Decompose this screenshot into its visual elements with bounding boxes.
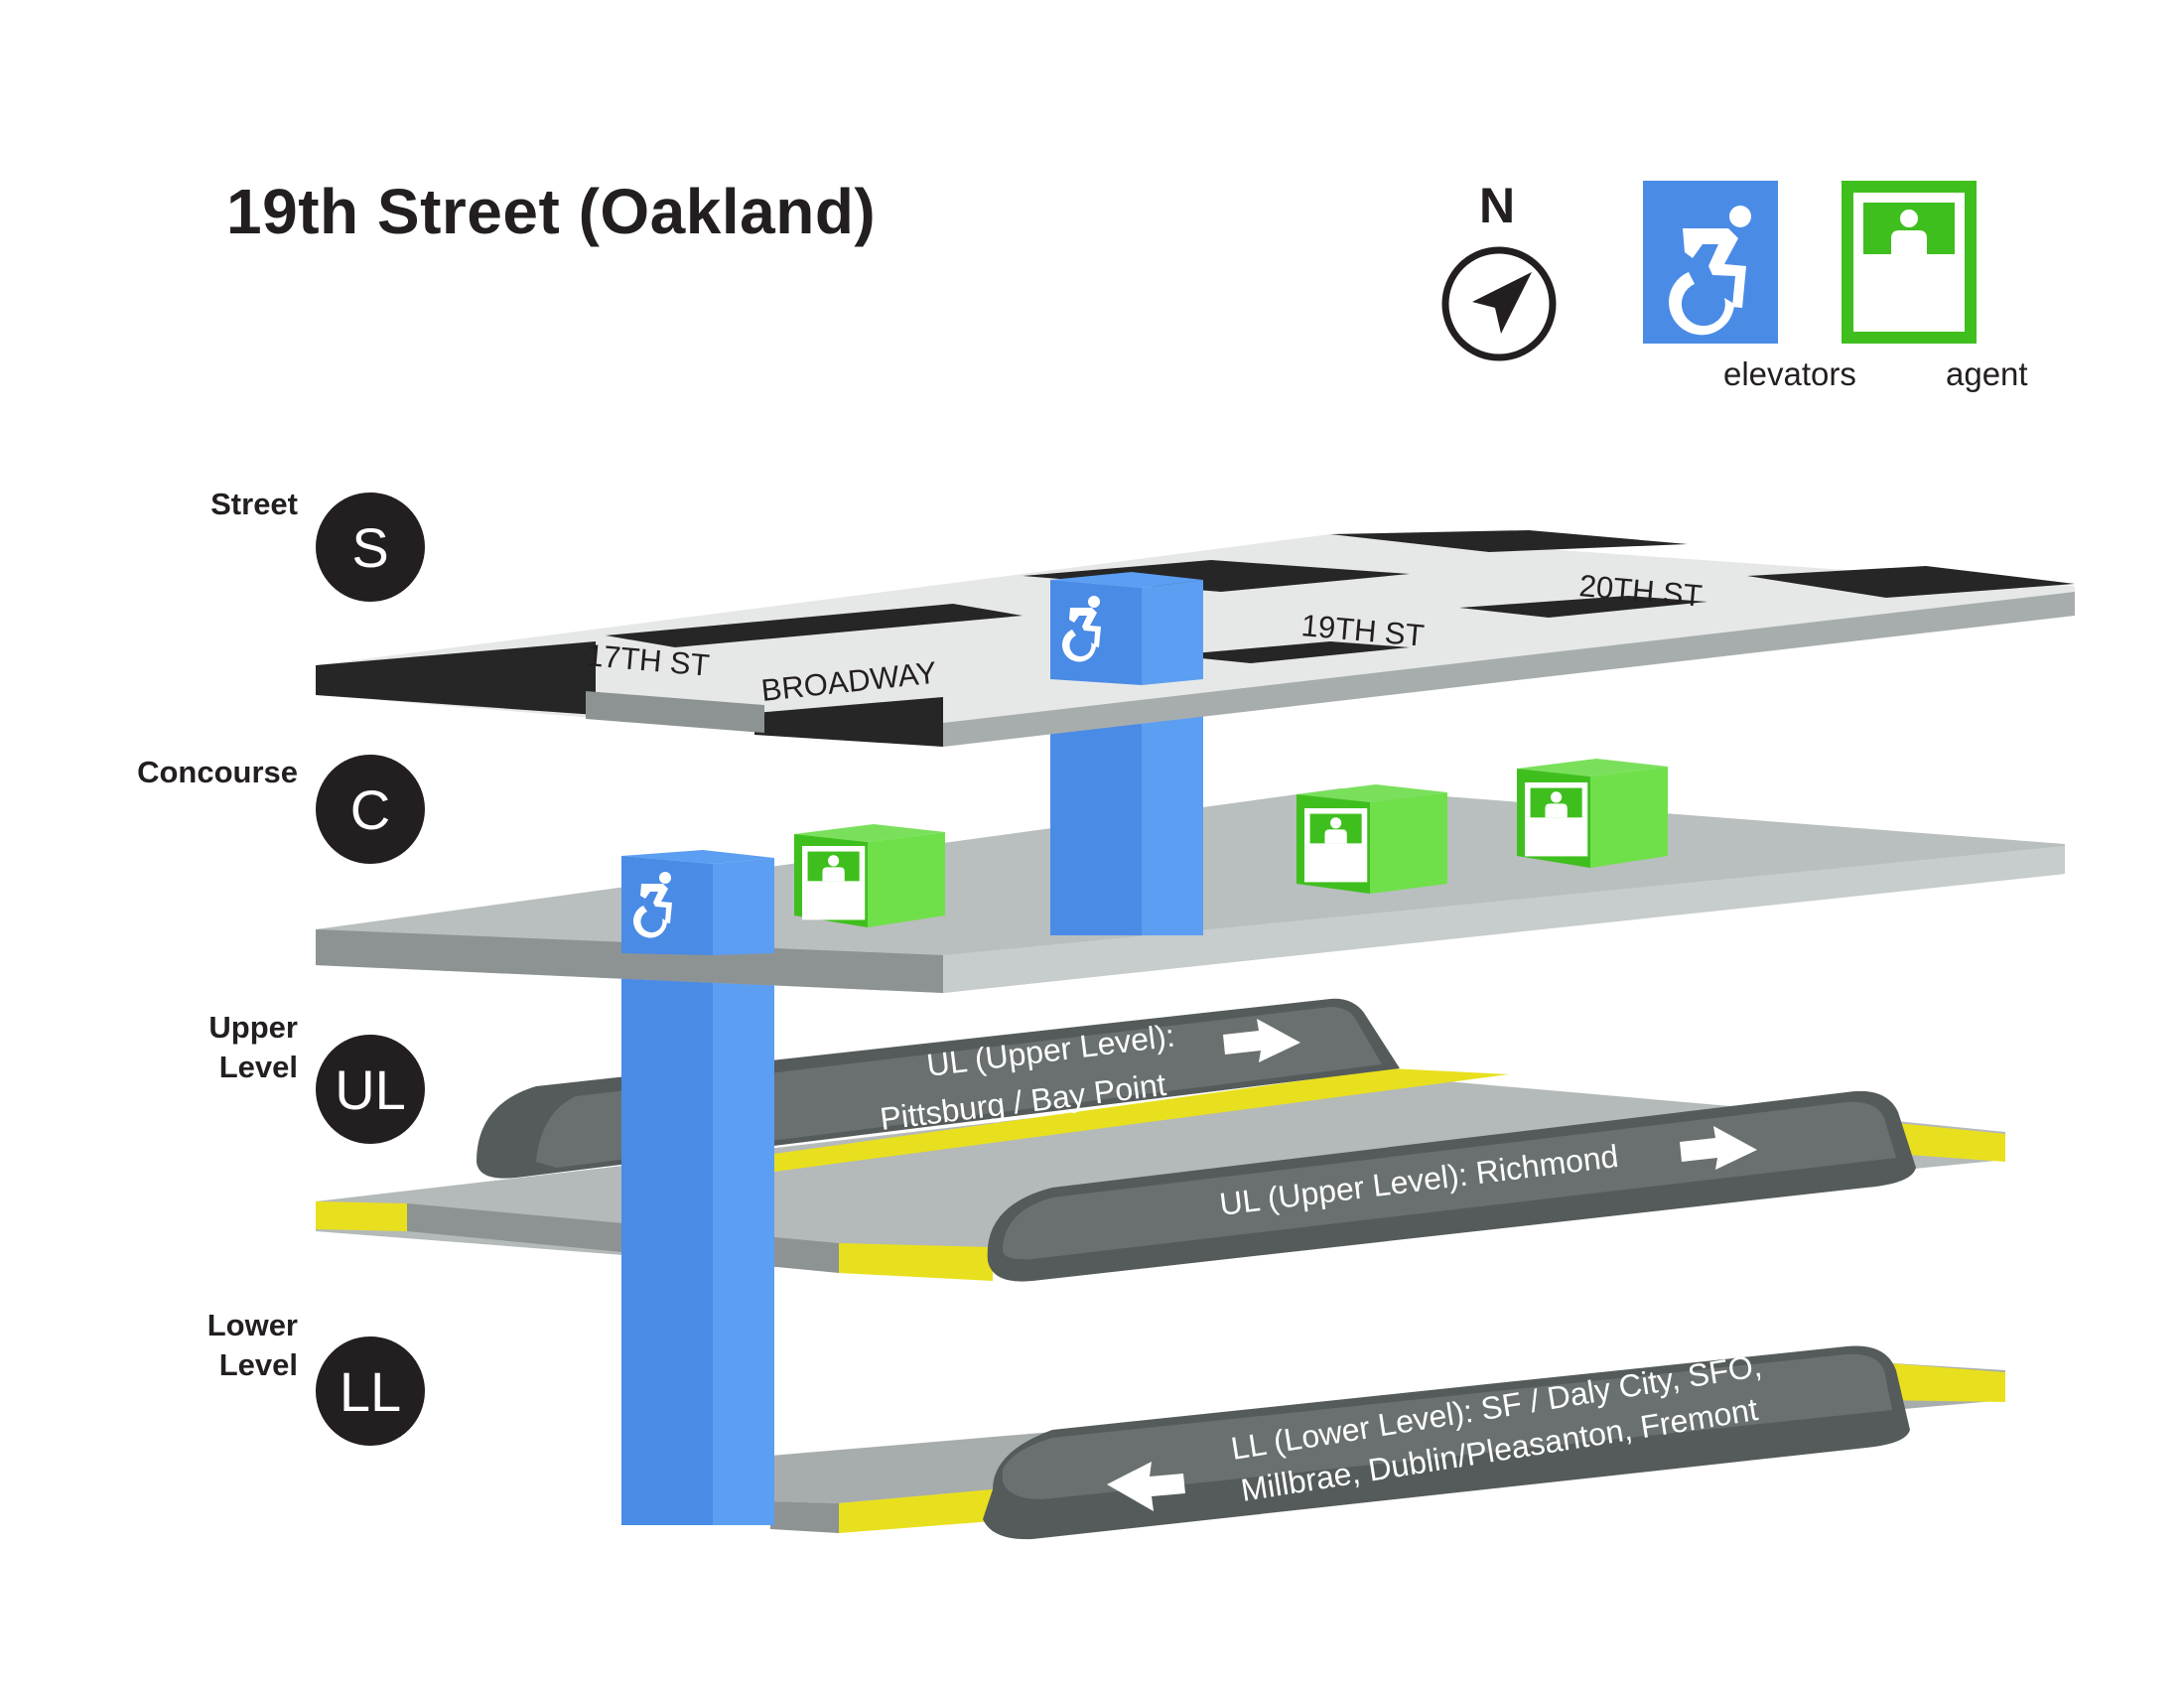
level-badge-lower: LL bbox=[316, 1336, 425, 1446]
ll-arrow-icon bbox=[1107, 1462, 1185, 1511]
compass-icon bbox=[1441, 246, 1557, 361]
station-title: 19th Street (Oakland) bbox=[226, 176, 877, 247]
level-badge-upper: UL bbox=[316, 1035, 425, 1144]
level-label-upper: Upper Level bbox=[208, 1010, 298, 1084]
ul-richmond-arrow-icon bbox=[1680, 1126, 1757, 1170]
elevator-shaft-west bbox=[621, 953, 774, 1525]
level-badge-concourse: C bbox=[316, 755, 425, 864]
agent-icon-2 bbox=[1304, 808, 1368, 883]
street-level-map bbox=[316, 530, 2075, 747]
ul-pittsburg-arrow-icon bbox=[1223, 1019, 1300, 1062]
level-label-street: Street bbox=[210, 487, 298, 521]
upper-level-train-richmond bbox=[987, 1090, 1916, 1282]
level-label-lower: Lower Level bbox=[206, 1308, 298, 1382]
north-label: N bbox=[1479, 178, 1516, 233]
elevator-legend-icon bbox=[1643, 181, 1778, 344]
agent-icon-1 bbox=[802, 846, 866, 920]
agent-legend-icon bbox=[1842, 181, 1977, 344]
agent-label: agent bbox=[1946, 355, 2028, 392]
agent-booth-1 bbox=[794, 824, 945, 927]
elevators-label: elevators bbox=[1723, 355, 1856, 392]
lower-level-train bbox=[983, 1345, 1910, 1540]
agent-icon-3 bbox=[1525, 782, 1588, 857]
level-label-concourse: Concourse bbox=[137, 755, 298, 789]
elevator-street-cap bbox=[1050, 572, 1203, 685]
agent-booth-2 bbox=[1297, 784, 1447, 894]
agent-booth-3 bbox=[1517, 759, 1668, 868]
level-badge-street: S bbox=[316, 492, 425, 602]
elevator-concourse-cap bbox=[621, 850, 774, 955]
